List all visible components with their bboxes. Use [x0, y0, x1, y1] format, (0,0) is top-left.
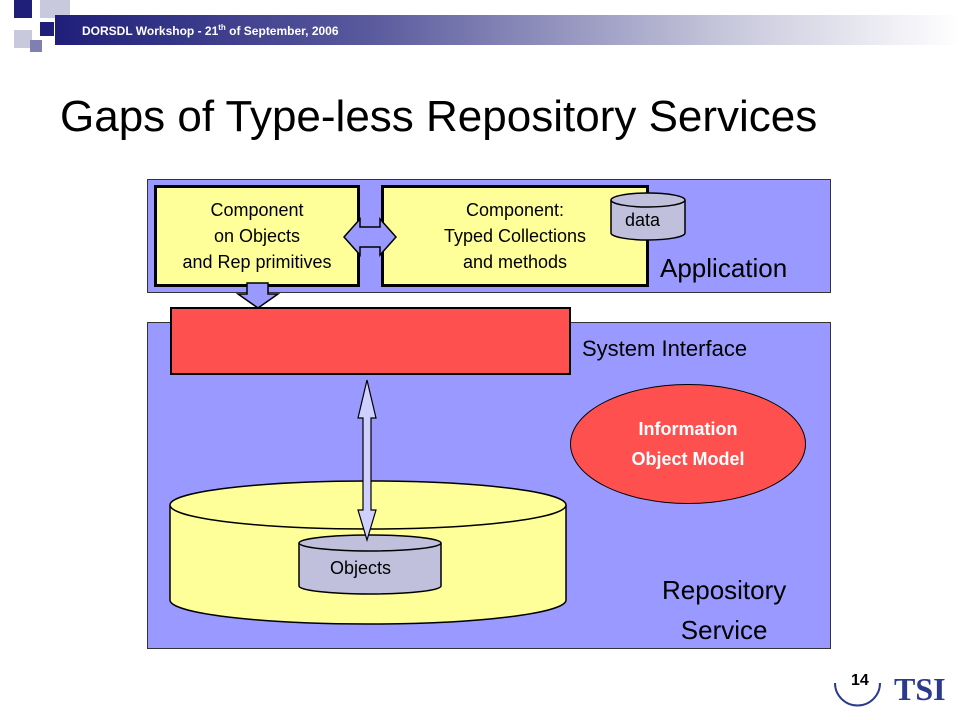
double-arrow-vertical [357, 379, 377, 543]
double-arrow-horizontal [342, 217, 398, 257]
deco-square-1 [14, 0, 32, 18]
component2-line3: and methods [462, 252, 568, 272]
repository-label-line2: Service [680, 615, 768, 645]
data-cylinder-label: data [625, 210, 661, 230]
component1-line2: on Objects [213, 226, 301, 246]
header-bar [55, 15, 960, 45]
repository-service-label: Repository Service [662, 570, 786, 650]
component1-line1: Component [210, 200, 304, 220]
component1-line3: and Rep primitives [182, 252, 332, 272]
objects-cylinder-label: Objects [330, 558, 392, 578]
page-number: 14 [851, 672, 869, 689]
info-model-line1: Information [638, 419, 738, 439]
objects-cylinder [298, 534, 442, 595]
deco-square-5 [30, 40, 42, 52]
down-arrow [235, 282, 281, 309]
repository-label-line1: Repository [662, 575, 787, 605]
deco-square-3 [14, 30, 32, 48]
component2-line2: Typed Collections [443, 226, 587, 246]
system-interface-label: System Interface [582, 336, 748, 361]
info-model-line2: Object Model [631, 449, 745, 469]
header-text: DORSDL Workshop - 21th of September, 200… [82, 23, 339, 38]
svg-text:TSI: TSI [894, 671, 946, 707]
component2-line1: Component: [465, 200, 565, 220]
deco-square-4 [40, 22, 54, 36]
tsi-logo-icon: TSI [834, 671, 946, 707]
application-label: Application [660, 253, 788, 283]
data-cylinder [610, 192, 686, 241]
slide-title: Gaps of Type-less Repository Services [60, 92, 818, 141]
deco-square-2 [40, 0, 70, 18]
system-interface-bar [170, 307, 571, 375]
information-object-model-ellipse: Information Object Model [570, 384, 806, 504]
